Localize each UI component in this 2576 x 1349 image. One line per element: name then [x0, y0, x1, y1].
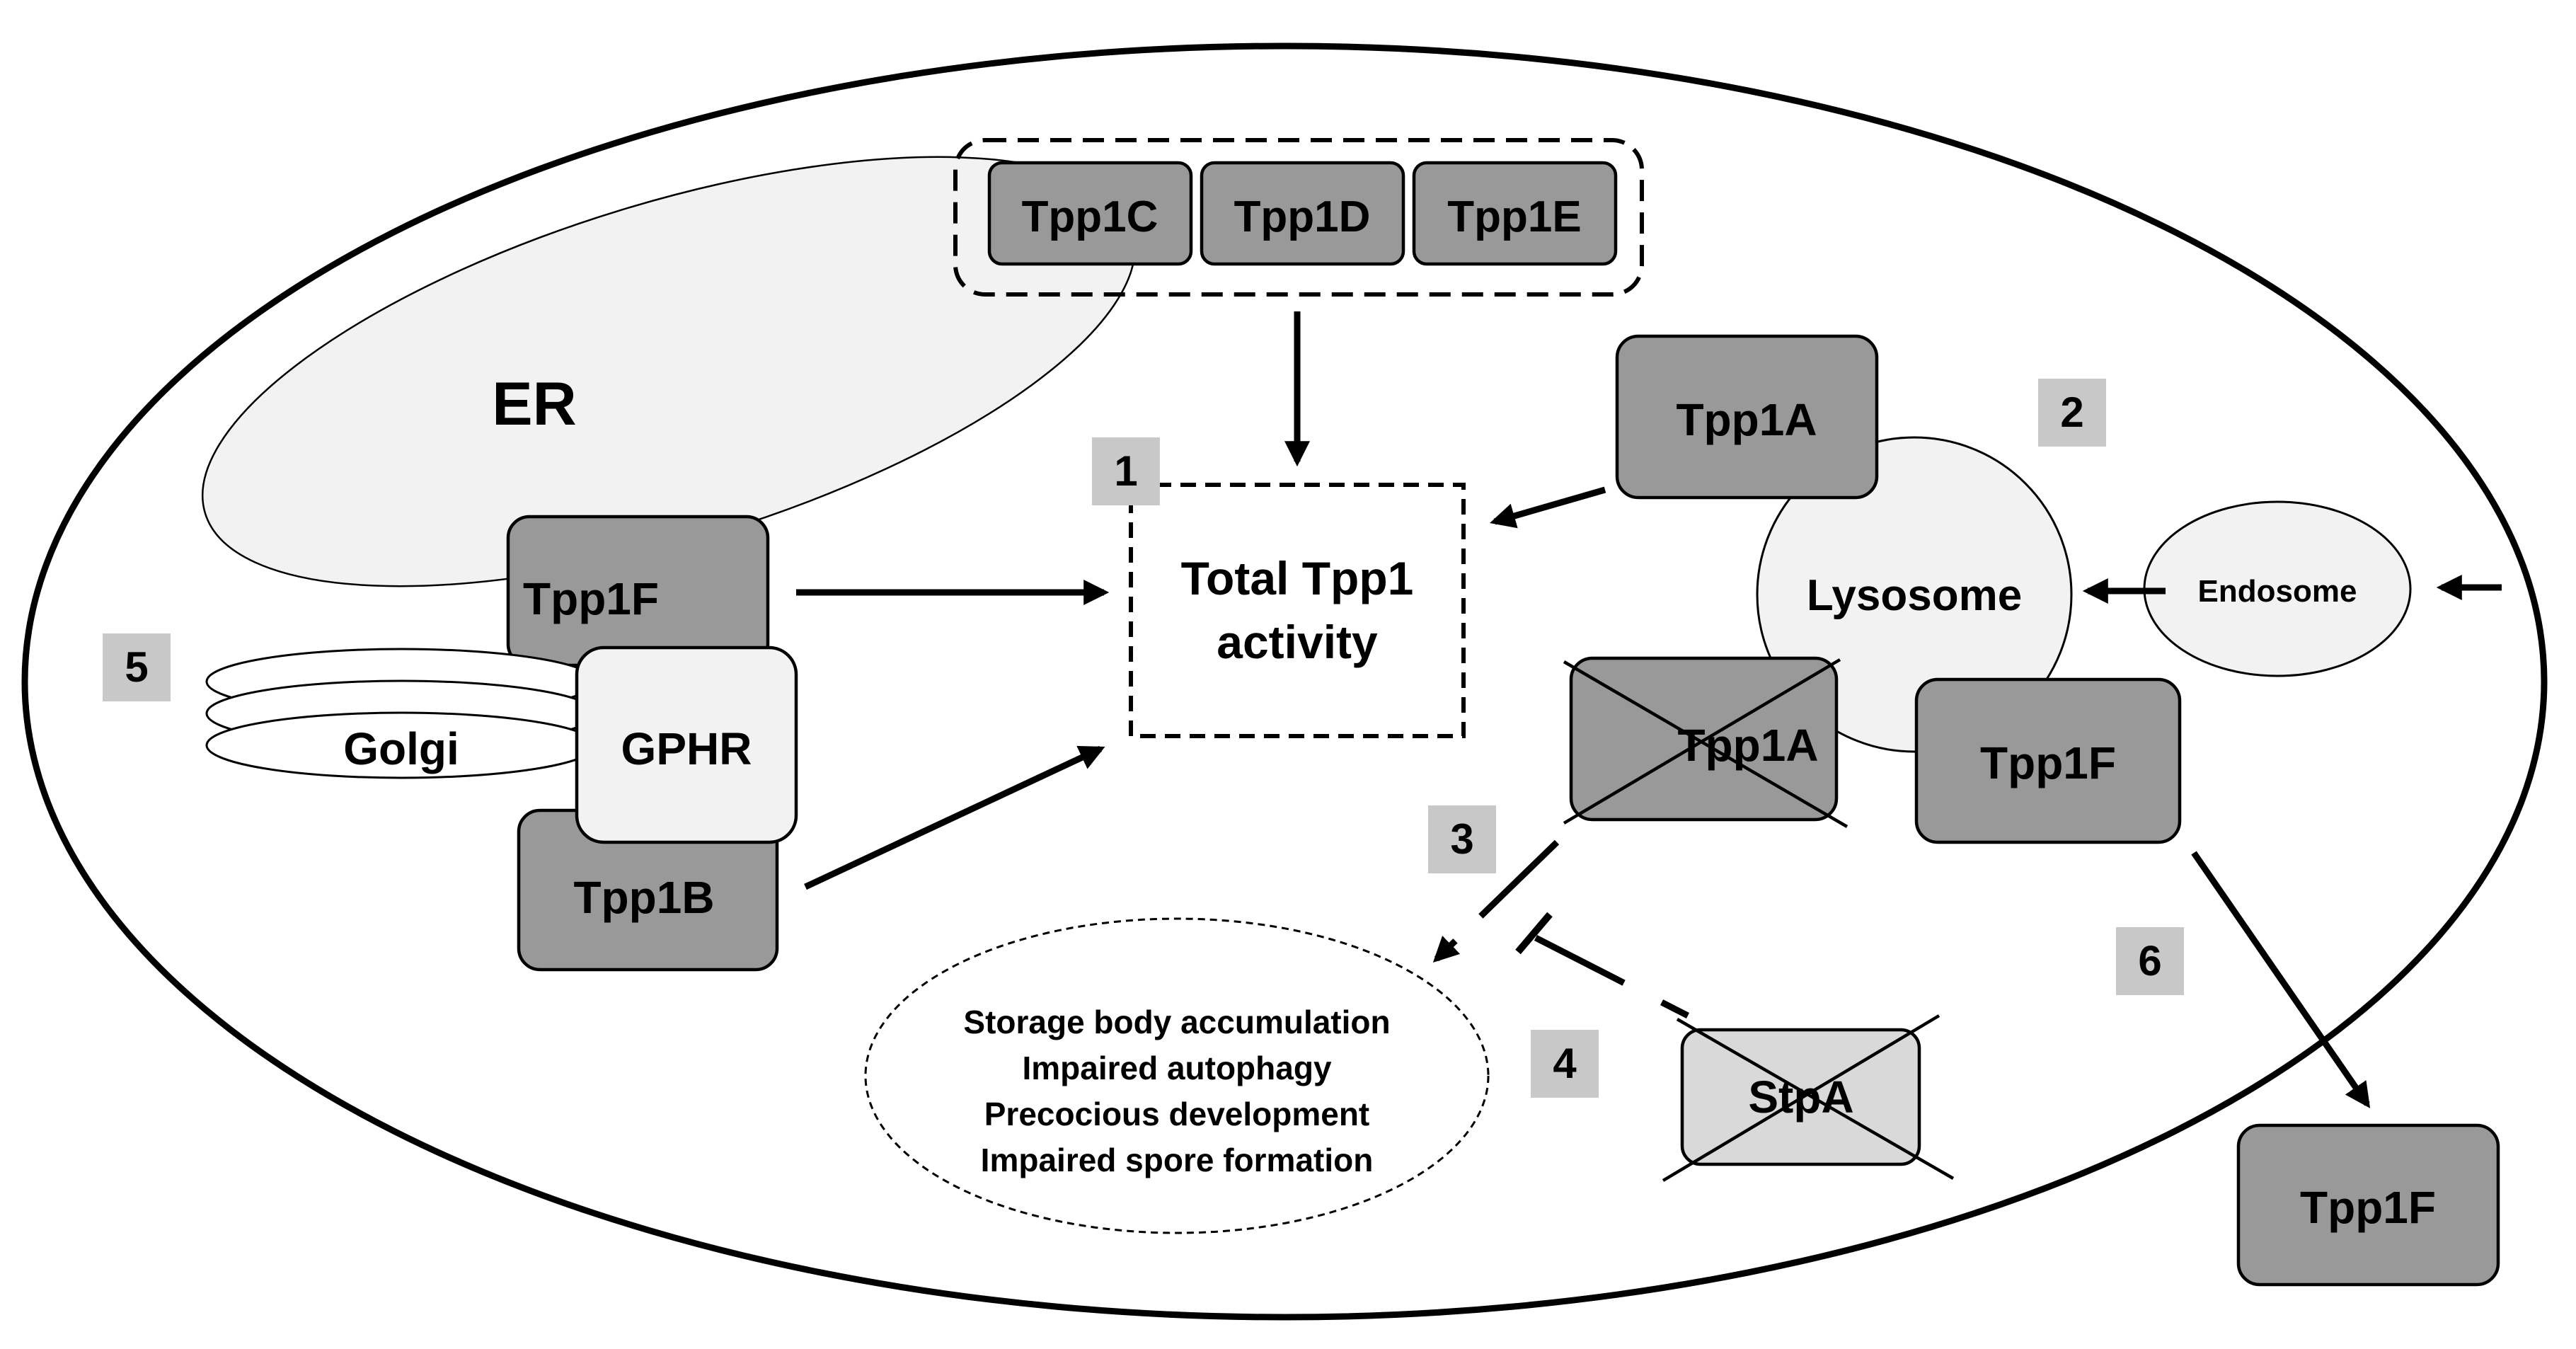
badge-4: 4 [1531, 1030, 1599, 1098]
stpa-inhibition-line [1534, 934, 1690, 1019]
total-activity-border [1129, 483, 1466, 738]
arrow-tpp1b-to-total [804, 745, 1105, 890]
badge-5-box [103, 633, 171, 701]
tpp1f-er-box: Tpp1F [506, 515, 770, 667]
phenotype-panel: Storage body accumulation Impaired autop… [864, 917, 1490, 1234]
tpp1e-rect [1412, 161, 1618, 266]
phenotype-ellipse [864, 917, 1490, 1234]
tpp1a-deleted: Tpp1A [1563, 656, 1848, 828]
total-activity-line2: activity [1217, 616, 1378, 668]
phenotype-line-4: Impaired spore formation [981, 1142, 1374, 1178]
arrow-to-phenotypes [1432, 839, 1560, 963]
er-label: ER [492, 370, 576, 438]
golgi-stack: Golgi [205, 648, 597, 779]
tpp1cde-dashed-border [953, 138, 1644, 297]
tpp1d-rect [1200, 161, 1405, 266]
badge-3-label: 3 [1450, 815, 1473, 863]
tpp1d-label: Tpp1D [1234, 193, 1371, 241]
lysosome-label: Lysosome [1807, 571, 2022, 620]
arrow-tpp1a-to-total [1490, 486, 1606, 529]
tpp1f-secreted-label: Tpp1F [2300, 1182, 2436, 1233]
tpp1f-er-label: Tpp1F [523, 573, 659, 624]
stpa-cross-1 [1676, 1018, 1955, 1180]
gphr-label: GPHR [621, 723, 752, 774]
badge-1-box [1092, 437, 1160, 505]
stpa-inhibition-bar [1515, 912, 1553, 955]
stpa-cross-2 [1662, 1014, 1940, 1182]
tpp1a-rect [1615, 334, 1879, 500]
gphr-box: GPHR [575, 645, 798, 844]
badge-1: 1 [1092, 437, 1160, 505]
total-activity-box: Total Tpp1 activity [1129, 483, 1466, 738]
badge-2: 2 [2038, 379, 2106, 447]
golgi-label: Golgi [343, 723, 459, 774]
tpp1cde-group: Tpp1C Tpp1D Tpp1E [953, 138, 1644, 297]
tpp1e-label: Tpp1E [1447, 193, 1581, 241]
badge-2-label: 2 [2060, 389, 2083, 436]
tpp1a-deleted-label: Tpp1A [1677, 720, 1818, 771]
badge-1-label: 1 [1114, 447, 1137, 495]
tpp1b-label: Tpp1B [573, 872, 714, 923]
tpp1f-secreted-rect [2236, 1123, 2500, 1287]
tpp1c-label: Tpp1C [1022, 193, 1158, 241]
gphr-rect [575, 645, 798, 844]
tpp1f-lysosome-label: Tpp1F [1980, 737, 2116, 788]
badge-4-box [1531, 1030, 1599, 1098]
endosome: Endosome [2143, 500, 2412, 677]
badge-5-label: 5 [125, 643, 148, 691]
badge-6-box [2116, 927, 2184, 995]
tpp1f-lysosome-box: Tpp1F [1914, 677, 2182, 844]
badge-4-label: 4 [1553, 1040, 1577, 1087]
badge-3-box [1428, 805, 1496, 873]
cross-line-1 [1563, 660, 1848, 828]
badge-5: 5 [103, 633, 171, 701]
badge-2-box [2038, 379, 2106, 447]
endosome-label: Endosome [2198, 574, 2357, 609]
stpa-deleted: StpA [1662, 1014, 1955, 1182]
badge-6-label: 6 [2138, 937, 2161, 985]
arrow-tpp1f-secretion [2191, 851, 2371, 1108]
badge-3: 3 [1428, 805, 1496, 873]
phenotype-line-2: Impaired autophagy [1022, 1050, 1331, 1086]
total-activity-line1: Total Tpp1 [1181, 552, 1414, 604]
tpp1f-secreted-box: Tpp1F [2236, 1123, 2500, 1287]
tpp1a-label: Tpp1A [1676, 394, 1817, 445]
tpp1f-lysosome-rect [1914, 677, 2182, 844]
cross-line-2 [1563, 658, 1841, 825]
phenotype-line-1: Storage body accumulation [963, 1004, 1390, 1040]
badge-6: 6 [2116, 927, 2184, 995]
phenotype-line-3: Precocious development [984, 1096, 1370, 1132]
tpp1a-box: Tpp1A [1615, 334, 1879, 500]
tpp1c-rect [987, 161, 1193, 266]
